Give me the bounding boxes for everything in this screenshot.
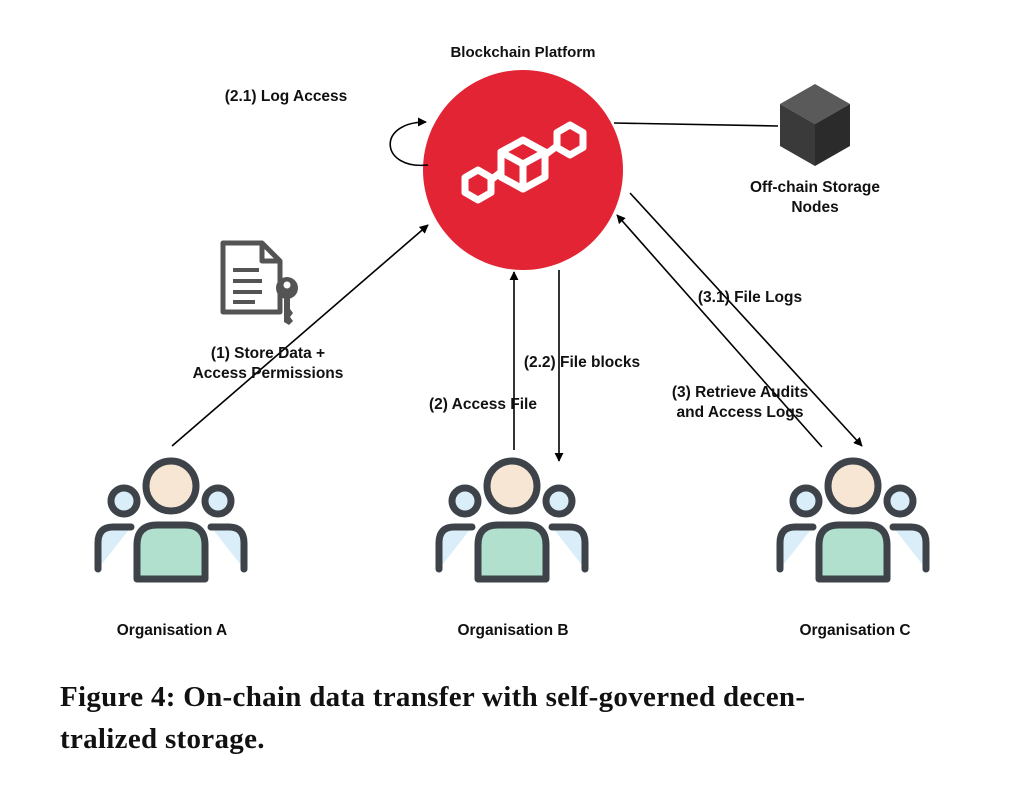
- edge-file-logs: [629, 192, 863, 447]
- edge-label-store-line1: (1) Store Data +: [210, 345, 326, 362]
- edge-storage-link: [613, 122, 779, 127]
- org-c-label: Organisation C: [799, 622, 911, 639]
- edge-label-store-line2: Access Permissions: [192, 365, 344, 382]
- blockchain-platform-node: [423, 70, 623, 270]
- edge-label-retrieve-line1: (3) Retrieve Audits: [671, 384, 809, 401]
- caption-line-1: Figure 4: On-chain data transfer with se…: [60, 681, 806, 713]
- org-c-people-icon: [780, 461, 926, 579]
- edge-label-access-file: (2) Access File: [429, 396, 537, 413]
- edges: [171, 117, 863, 462]
- storage-label-line2: Nodes: [791, 199, 839, 216]
- caption-line-2: tralized storage.: [60, 723, 265, 755]
- storage-cube-icon: [780, 84, 850, 166]
- storage-label-line1: Off-chain Storage: [749, 179, 881, 196]
- edge-label-retrieve-line2: and Access Logs: [676, 404, 804, 421]
- edge-store-data: [171, 224, 429, 447]
- document-key-icon: [220, 240, 298, 325]
- edge-log-access: [389, 117, 429, 167]
- org-a-label: Organisation A: [116, 622, 228, 639]
- org-b-label: Organisation B: [457, 622, 569, 639]
- edge-label-file-logs: (3.1) File Logs: [697, 289, 803, 306]
- edge-retrieve-audits: [616, 214, 823, 448]
- org-b-people-icon: [439, 461, 585, 579]
- edge-label-log-access: (2.1) Log Access: [224, 88, 348, 105]
- org-a-people-icon: [98, 461, 244, 579]
- blockchain-icon: [461, 121, 587, 204]
- edge-label-file-blocks: (2.2) File blocks: [523, 354, 641, 371]
- diagram: [0, 70, 1026, 660]
- figure-caption: Figure 4: On-chain data transfer with se…: [60, 676, 990, 760]
- platform-label: Blockchain Platform: [450, 44, 596, 61]
